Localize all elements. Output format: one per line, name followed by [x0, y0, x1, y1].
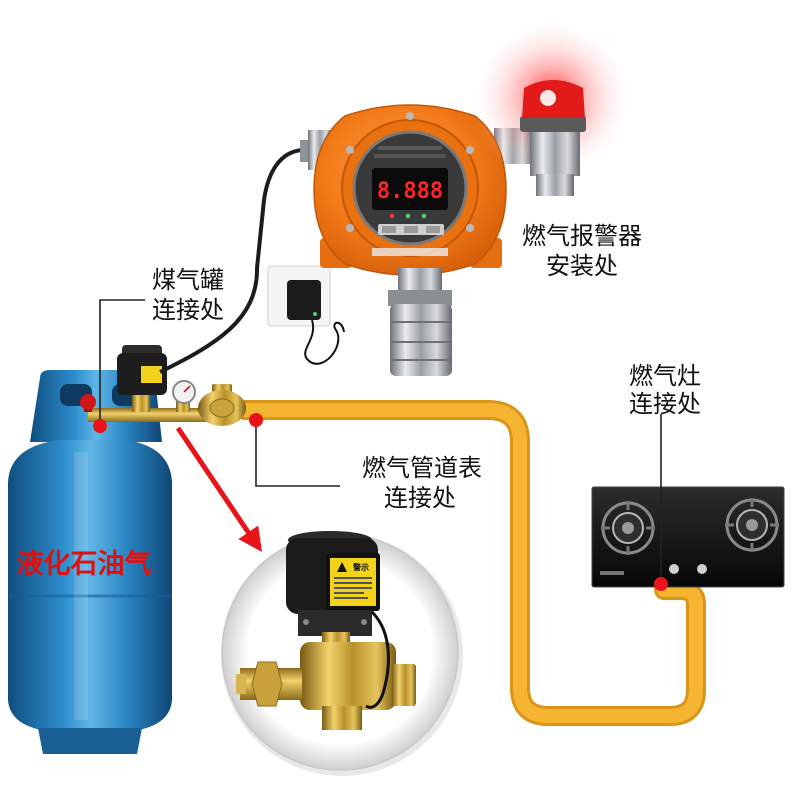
signal-cable	[159, 148, 303, 374]
callout-detector-line2: 安装处	[546, 252, 618, 280]
red-arrow	[175, 426, 262, 552]
callout-tank-connection: 煤气罐 连接处	[152, 266, 224, 324]
inset-valve-body	[300, 642, 396, 710]
marker-stove-connection	[654, 577, 668, 591]
status-led-icon	[389, 213, 395, 219]
burner-right-icon	[725, 498, 779, 552]
led-display	[372, 168, 448, 210]
tank-label: 液化石油气	[17, 549, 152, 580]
callout-meter-line1: 燃气管道表	[362, 454, 482, 482]
lpg-tank: 液化石油气	[8, 370, 172, 754]
display-readout: 8.888	[377, 179, 443, 204]
callout-detector-line1: 燃气报警器	[522, 222, 642, 250]
gas-hose-core	[238, 403, 703, 723]
marker-meter-connection	[249, 413, 263, 427]
leader-tank	[99, 299, 145, 419]
handwheel-icon	[80, 394, 96, 410]
power-adapter	[267, 265, 345, 365]
burner-left-icon	[601, 501, 655, 555]
leader-meter	[255, 427, 340, 487]
alarm-light	[470, 16, 634, 196]
tank-valve-cluster	[80, 345, 246, 426]
sensor-head	[390, 304, 452, 376]
valve-inset: 警示	[221, 531, 463, 776]
callout-detector-install: 燃气报警器 安装处	[522, 222, 642, 280]
warning-triangle-icon	[337, 562, 347, 572]
marker-tank-connection	[93, 419, 107, 433]
callout-tank-line2: 连接处	[152, 296, 224, 324]
callout-stove-connection: 燃气灶 连接处	[629, 362, 701, 418]
gas-hose	[235, 400, 706, 726]
warning-label: 警示	[352, 562, 369, 572]
callout-stove-line1: 燃气灶	[629, 362, 701, 390]
callout-stove-line2: 连接处	[629, 390, 701, 418]
gas-stove	[591, 486, 785, 588]
callout-tank-line1: 煤气罐	[152, 266, 224, 294]
callout-meter-connection: 燃气管道表 连接处	[362, 454, 482, 512]
callout-meter-line2: 连接处	[384, 484, 456, 512]
stove-knob-icon	[669, 564, 679, 574]
